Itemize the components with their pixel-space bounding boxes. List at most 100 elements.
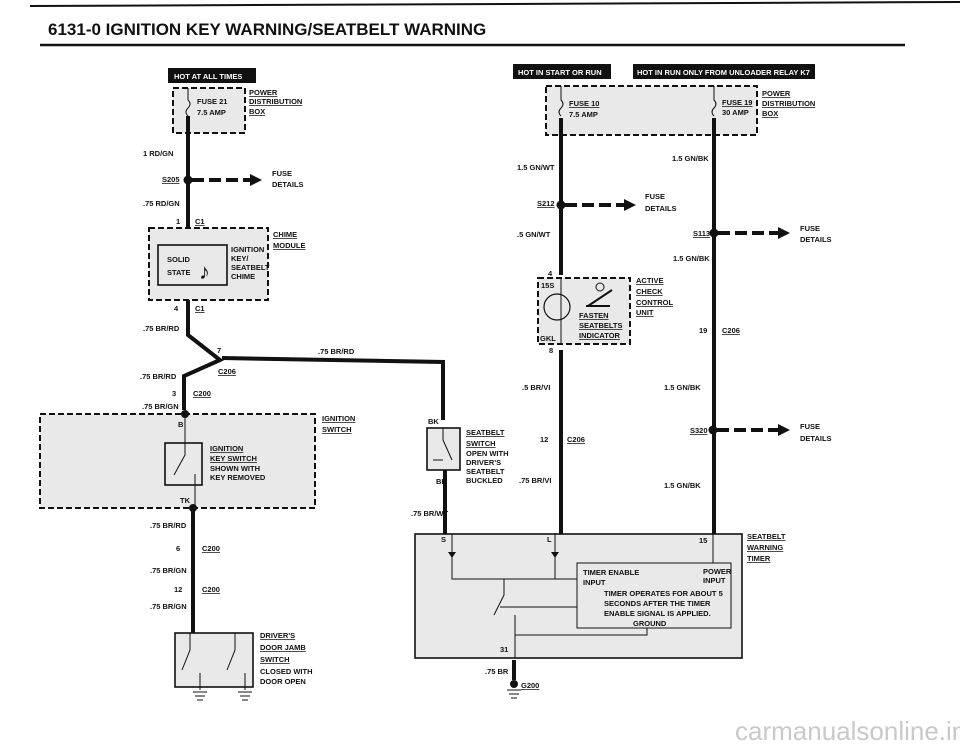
- pdb-label: POWER: [249, 88, 278, 97]
- fuse-icon: [558, 86, 717, 117]
- fuse-details-label[interactable]: DETAILS: [800, 235, 832, 244]
- connector-c206: C206: [567, 435, 585, 444]
- fuse-details-label[interactable]: DETAILS: [272, 180, 304, 189]
- pin-label: 12: [540, 435, 548, 444]
- key-switch-note: SHOWN WITH: [210, 464, 260, 473]
- chime-module-label: CHIME: [273, 230, 297, 239]
- active-check-control-unit: [537, 277, 631, 345]
- chime-desc: CHIME: [231, 272, 255, 281]
- power-input-label: POWER: [703, 567, 732, 576]
- chime-module-label: MODULE: [273, 241, 306, 250]
- splice-dot: [183, 175, 193, 185]
- wire-label: .75 BR/GN: [150, 566, 187, 575]
- door-jamb-switch: [174, 632, 254, 688]
- fuse-details-label[interactable]: FUSE: [800, 224, 820, 233]
- arrowhead-icon: [624, 199, 636, 211]
- indicator-label: INDICATOR: [579, 331, 621, 340]
- pin-label: 4: [548, 269, 553, 278]
- acc-label: CONTROL: [636, 298, 673, 307]
- fuse-10-amp: 7.5 AMP: [569, 110, 598, 119]
- ignition-switch-label: SWITCH: [322, 425, 352, 434]
- wire-label: .75 BR/RD: [150, 521, 187, 530]
- connector-c1: C1: [195, 217, 205, 226]
- fuse-details-label[interactable]: FUSE: [272, 169, 292, 178]
- hot-run-only-tag: [633, 64, 815, 79]
- pdb-label: POWER: [762, 89, 791, 98]
- fuse-details-label[interactable]: FUSE: [800, 422, 820, 431]
- key-switch-label: KEY SWITCH: [210, 454, 257, 463]
- hot-start-run-tag: [513, 64, 611, 79]
- page-title: 6131-0 IGNITION KEY WARNING/SEATBELT WAR…: [48, 20, 486, 39]
- wire-label: .5 GN/WT: [517, 230, 551, 239]
- timer-label: TIMER: [747, 554, 771, 563]
- wire-label: .75 BR/GN: [142, 402, 179, 411]
- ground-g200: G200: [521, 681, 539, 690]
- wire-label: .75 RD/GN: [143, 199, 180, 208]
- arrowhead-icon: [250, 174, 262, 186]
- connector-c200: C200: [202, 585, 220, 594]
- door-switch-label: DOOR JAMB: [260, 643, 306, 652]
- fuse-details-label[interactable]: DETAILS: [645, 204, 677, 213]
- fuse-10-label: FUSE 10: [569, 99, 599, 108]
- key-switch-label: IGNITION: [210, 444, 243, 453]
- splice-dot: [709, 228, 719, 238]
- pin-label: 6: [176, 544, 180, 553]
- fuse-19-label: FUSE 19: [722, 98, 752, 107]
- pin-label: L: [547, 535, 552, 544]
- acc-label: ACTIVE: [636, 276, 664, 285]
- hot-at-all-times-label: HOT AT ALL TIMES: [174, 72, 242, 81]
- pin-label: B: [178, 420, 184, 429]
- fuse-details-label[interactable]: FUSE: [645, 192, 665, 201]
- connector-c206: C206: [722, 326, 740, 335]
- splice-s205: S205: [162, 175, 180, 184]
- timer-desc: TIMER OPERATES FOR ABOUT 5: [604, 589, 723, 598]
- ignition-switch-label: IGNITION: [322, 414, 355, 423]
- pin-label: 15S: [541, 281, 554, 290]
- pin-label: GKL: [540, 334, 556, 343]
- connector-c200: C200: [202, 544, 220, 553]
- wire-label: 1 RD/GN: [143, 149, 173, 158]
- timer-desc: ENABLE SIGNAL IS APPLIED.: [604, 609, 711, 618]
- seatbelt-switch-label: SWITCH: [466, 439, 496, 448]
- pin-label: 15: [699, 536, 707, 545]
- timer-enable-label: TIMER ENABLE: [583, 568, 639, 577]
- hot-start-run-label: HOT IN START OR RUN: [518, 68, 602, 77]
- timer-label: SEATBELT: [747, 532, 786, 541]
- pin-label: 8: [549, 346, 553, 355]
- timer-desc: SECONDS AFTER THE TIMER: [604, 599, 711, 608]
- wire-label: 1.5 GN/BK: [672, 154, 709, 163]
- pin-label: TK: [180, 496, 191, 505]
- music-note-icon: ♪: [199, 259, 210, 284]
- seatbelt-switch-note: OPEN WITH: [466, 449, 509, 458]
- switch-contact: [433, 428, 453, 461]
- ground-icon: [507, 689, 521, 699]
- arrowhead-icon: [778, 424, 790, 436]
- indicator-lamp-icon: [543, 293, 571, 321]
- wire-label: .75 BR/RD: [140, 372, 177, 381]
- timer-enable-label: INPUT: [583, 578, 606, 587]
- pin-label: S: [441, 535, 446, 544]
- pdb-label: BOX: [762, 109, 778, 118]
- wire-label: .75 BR/WT: [411, 509, 449, 518]
- wire-br-rd: [221, 356, 445, 420]
- fuse-21-label: FUSE 21: [197, 97, 227, 106]
- wire-label: .75 BR/RD: [143, 324, 180, 333]
- wire-label: 1.5 GN/BK: [673, 254, 710, 263]
- pdb-label: DISTRIBUTION: [762, 99, 815, 108]
- chime-desc: SEATBELT: [231, 263, 270, 272]
- ignition-key-switch: [164, 442, 203, 486]
- solid-state-box: [157, 244, 228, 286]
- top-rule: [29, 1, 960, 7]
- pin-label: 31: [500, 645, 508, 654]
- pin-label: 7: [217, 346, 221, 355]
- solid-state-label: SOLID: [167, 255, 191, 264]
- door-switch-label: DRIVER'S: [260, 631, 295, 640]
- splice-s113: S113: [693, 229, 710, 238]
- seatbelt-switch-note: BUCKLED: [466, 476, 503, 485]
- fuse-details-label[interactable]: DETAILS: [800, 434, 832, 443]
- wire-label: 1.5 GN/BK: [664, 481, 701, 490]
- seatbelt-switch-label: SEATBELT: [466, 428, 505, 437]
- connector-c200: C200: [193, 389, 211, 398]
- door-switch-label: SWITCH: [260, 655, 290, 664]
